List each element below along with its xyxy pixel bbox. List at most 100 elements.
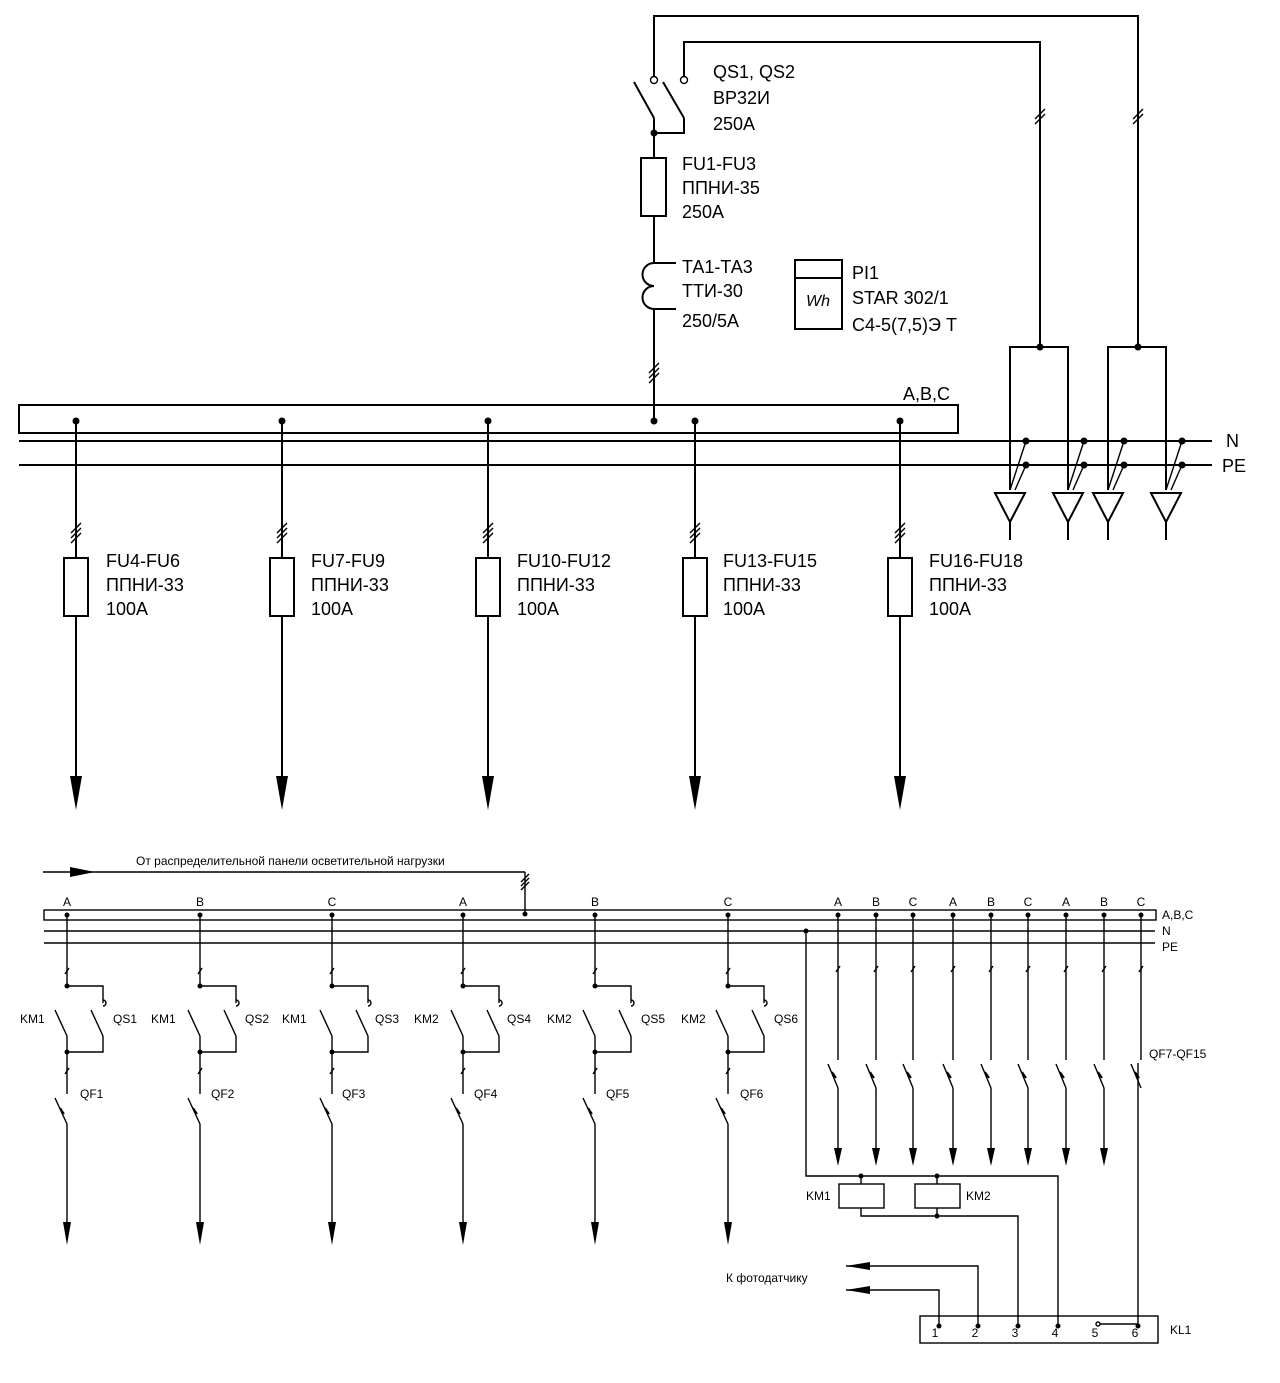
line-arrow-icon — [196, 1222, 204, 1245]
bypass-return — [332, 1036, 369, 1053]
terminal-1: 1 — [932, 1326, 939, 1340]
three-phase-tick — [689, 527, 701, 539]
breaker-release — [831, 1071, 837, 1079]
feeder-fuse-symbol — [269, 557, 295, 617]
small-breaker-3 — [902, 912, 917, 1166]
km-contact — [187, 1009, 201, 1037]
tick — [64, 1067, 70, 1075]
n-conductor-label: N — [1226, 431, 1239, 451]
qs-contact — [223, 1009, 237, 1037]
line-4-qf: QF4 — [474, 1087, 498, 1101]
feeder-5-fuse: FU16-FU18 — [929, 551, 1023, 571]
small-phase-9: C — [1137, 895, 1146, 909]
small-breaker-4 — [942, 912, 957, 1166]
feeder-labels: FU4-FU6 ППНИ-33 100А FU7-FU9 ППНИ-33 100… — [106, 551, 1023, 619]
tick — [1025, 965, 1031, 973]
arrester-lead — [1170, 464, 1183, 491]
terminal-6: 6 — [1132, 1326, 1139, 1340]
bypass-wire — [595, 985, 632, 1003]
arrester-lead — [1072, 464, 1085, 491]
feeder-2-fuse: FU7-FU9 — [311, 551, 385, 571]
lighting-busbar: A,B,C N PE — [43, 908, 1194, 954]
feeder-group — [63, 417, 913, 810]
three-phase-tick — [482, 522, 494, 534]
small-breaker-1 — [827, 912, 842, 1166]
small-breaker-2 — [865, 912, 880, 1166]
feeder-4 — [682, 417, 708, 810]
small-phase-8: B — [1100, 895, 1108, 909]
line-4-phase: A — [459, 895, 467, 909]
qs-hook-icon — [630, 999, 635, 1007]
feeder-3-rating: 100А — [517, 599, 559, 619]
lighting-line-4 — [450, 912, 503, 1245]
breaker-contact — [1055, 1063, 1067, 1089]
three-phase-tick — [894, 527, 906, 539]
bypass-return — [463, 1036, 500, 1053]
coil-km1-label: KM1 — [806, 1189, 831, 1203]
three-phase-tick — [894, 522, 906, 534]
three-phase-tick — [894, 532, 906, 544]
breaker-release — [946, 1071, 952, 1079]
small-phase-4: A — [949, 895, 957, 909]
main-input-branch: QS1, QS2 ВР32И 250А FU1-FU3 ППНИ-35 250А… — [633, 15, 1144, 425]
tick — [1101, 965, 1107, 973]
terminal-5: 5 — [1092, 1326, 1099, 1340]
tick — [725, 1067, 731, 1075]
tick — [64, 967, 70, 975]
lighting-line-3 — [319, 912, 372, 1245]
three-phase-tick — [70, 527, 82, 539]
tick — [988, 965, 994, 973]
line-1-qf: QF1 — [80, 1087, 104, 1101]
line-2-qs: QS2 — [245, 1012, 269, 1026]
arrester-triangle-icon — [993, 492, 1027, 525]
line-2-km: KM1 — [151, 1012, 176, 1026]
breaker-release — [869, 1071, 875, 1079]
qs-hook-icon — [102, 999, 107, 1007]
line-arrow-icon — [63, 1222, 71, 1245]
relay-kl1 — [919, 1315, 1159, 1344]
line-6-km: KM2 — [681, 1012, 706, 1026]
terminal-3: 3 — [1012, 1326, 1019, 1340]
tick — [592, 967, 598, 975]
feeder-fuse-symbol — [475, 557, 501, 617]
pi-line1: PI1 — [852, 263, 879, 283]
qs-contact — [751, 1009, 765, 1037]
three-phase-tick — [276, 522, 288, 534]
junction-dot — [460, 1049, 466, 1055]
bypass-wire — [728, 985, 765, 1003]
qs-hook-icon — [367, 999, 372, 1007]
junction-dot — [64, 1049, 70, 1055]
tick — [592, 1067, 598, 1075]
lighting-line-2 — [187, 912, 240, 1245]
breaker-release — [1059, 1071, 1065, 1079]
three-phase-tick — [482, 527, 494, 539]
breaker-contact — [1017, 1063, 1029, 1089]
feeder-3 — [475, 417, 501, 810]
feeder-fuse-symbol — [887, 557, 913, 617]
qs-contact — [618, 1009, 632, 1037]
lighting-pe-label: PE — [1162, 940, 1178, 954]
arrester-lead — [1112, 464, 1125, 491]
breaker-arrow-icon — [872, 1148, 880, 1166]
small-breaker-6 — [1017, 912, 1032, 1166]
arrester-triangle-icon — [1091, 492, 1125, 525]
line-2-phase: B — [196, 895, 204, 909]
bypass-wire — [200, 985, 237, 1003]
qs-main-line3: 250А — [713, 114, 755, 134]
surge-arrester-4 — [1149, 437, 1186, 540]
qs-hook-icon — [498, 999, 503, 1007]
line-6-phase: C — [724, 895, 733, 909]
lighting-lines — [54, 912, 768, 1245]
feeder-arrow-icon — [482, 776, 494, 810]
feeder-arrow-icon — [70, 776, 82, 810]
main-fuse-symbol — [640, 157, 667, 217]
feeder-4-type: ППНИ-33 — [723, 575, 801, 595]
feeder-2-type: ППНИ-33 — [311, 575, 389, 595]
coil-km2-label: KM2 — [966, 1189, 991, 1203]
qf-release — [720, 1107, 726, 1115]
surge-arrester-group — [1009, 343, 1167, 490]
three-phase-tick — [70, 532, 82, 544]
tick — [1138, 965, 1144, 973]
breaker-release — [906, 1071, 912, 1079]
feeder-fuse-symbol — [682, 557, 708, 617]
